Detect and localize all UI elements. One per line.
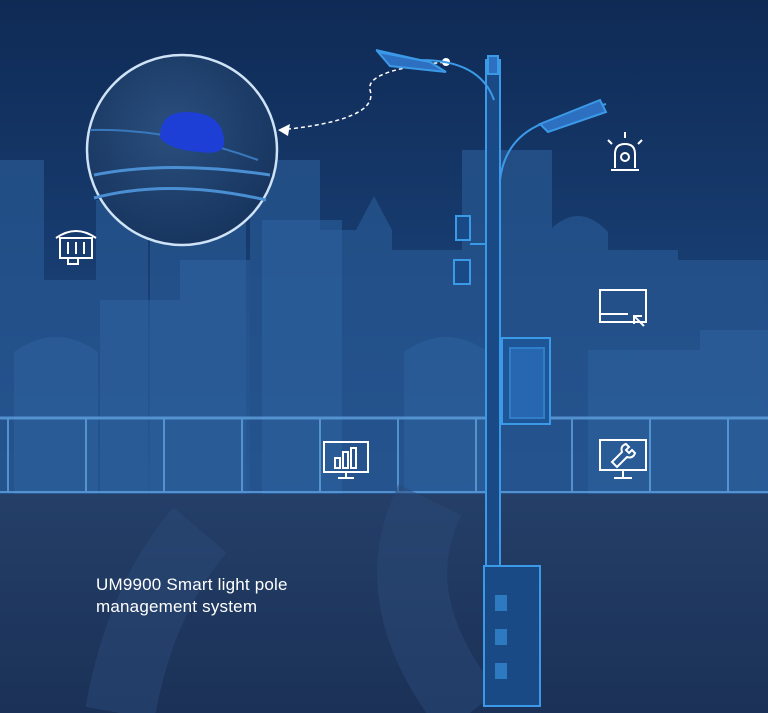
bridge-railing [0,416,768,493]
magnifier-callout [85,53,279,247]
alarm-light-icon [607,132,643,171]
caption: UM9900 Smart light pole management syste… [96,574,396,618]
bin-icon [55,230,97,265]
screen-cursor-icon [599,289,647,327]
chart-monitor-icon [323,441,369,479]
sensor-dome-icon [160,112,225,153]
callout-pointer [279,61,447,131]
wrench-monitor-icon [599,439,647,479]
caption-line-1: UM9900 Smart light pole [96,575,288,594]
caption-line-2: management system [96,597,258,616]
ground-arcs [85,484,498,713]
smart-light-pole [375,49,608,707]
